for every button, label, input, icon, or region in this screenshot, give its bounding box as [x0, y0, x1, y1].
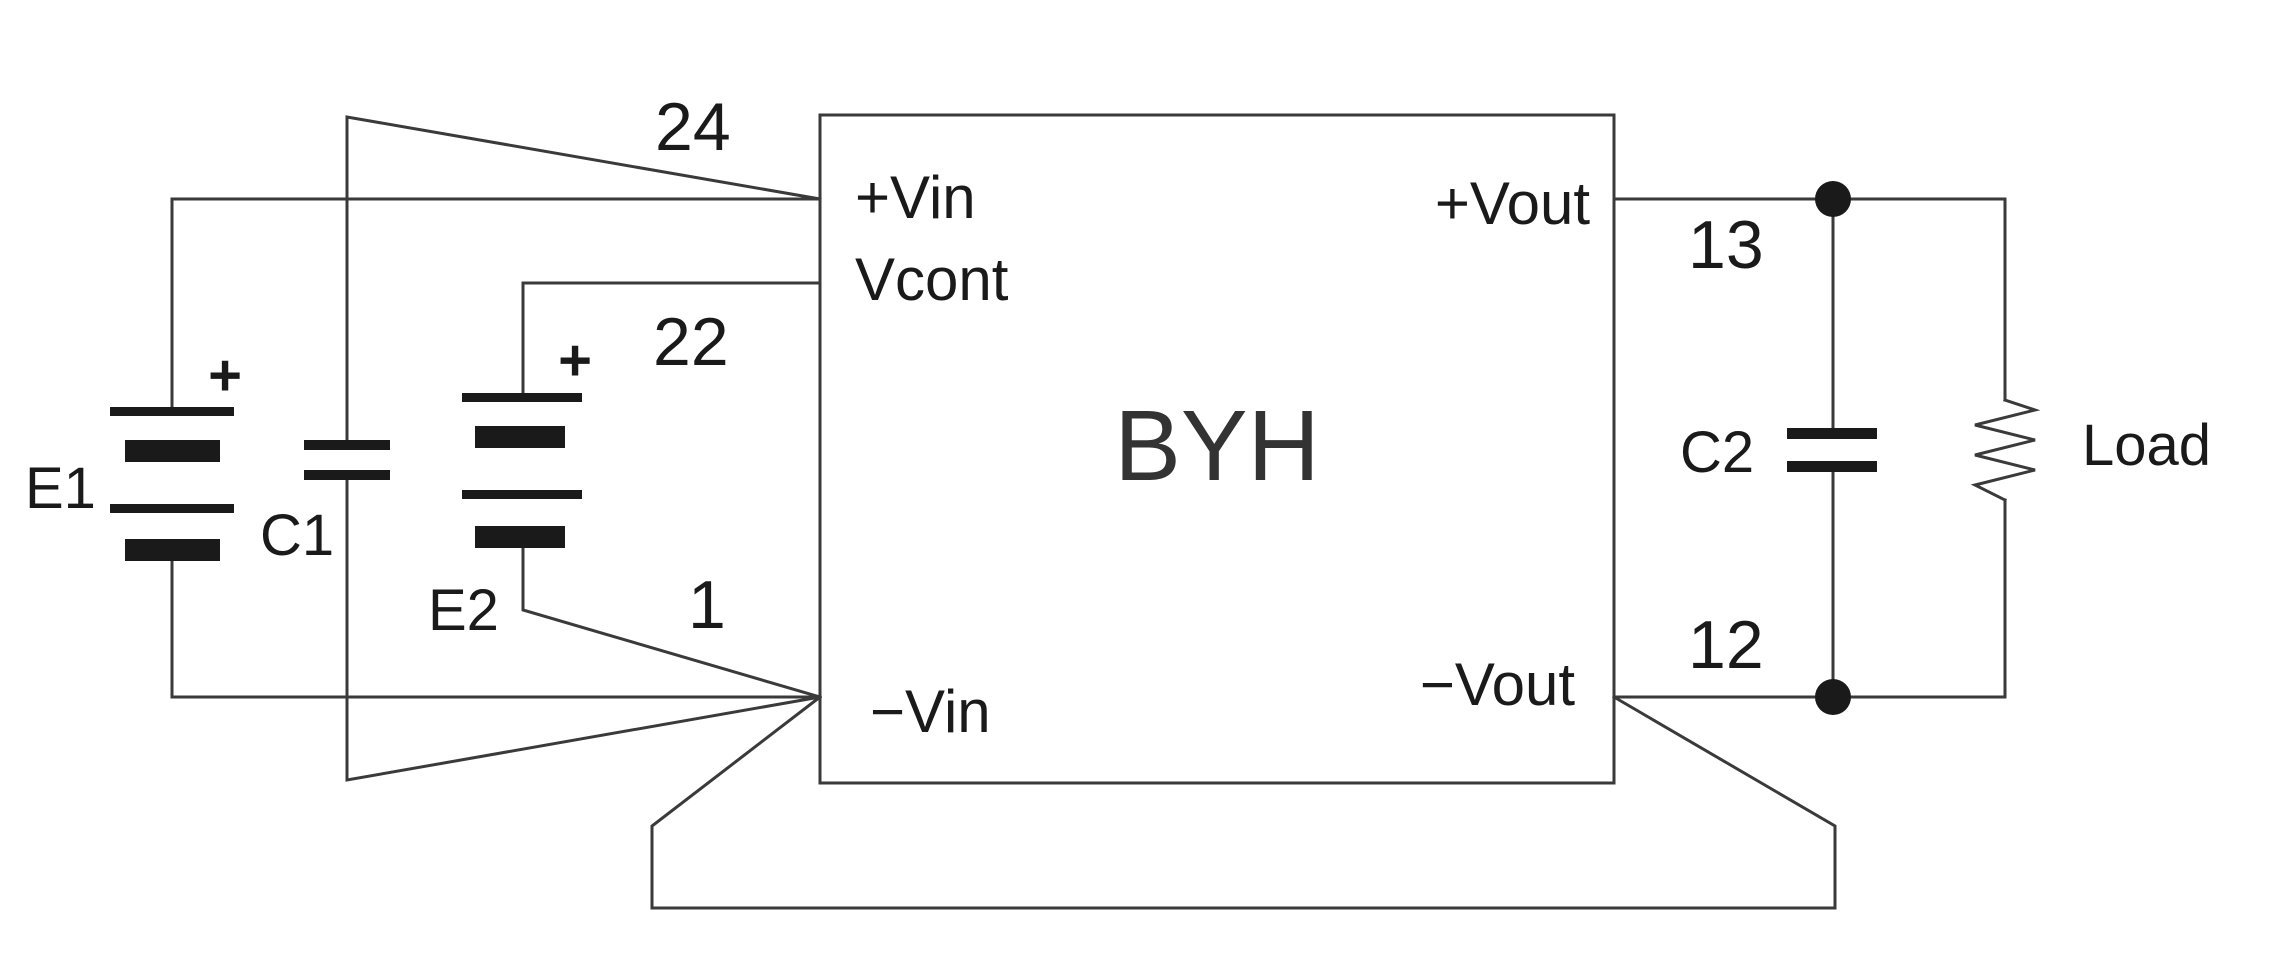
capacitor-c2: [1787, 428, 1877, 472]
label-c2: C2: [1680, 420, 1754, 485]
junction-dot-top: [1815, 181, 1851, 217]
label-e1: E1: [25, 456, 96, 521]
pin-number-24: 24: [655, 89, 731, 165]
pin-number-12: 12: [1688, 607, 1764, 683]
pin-number-1: 1: [688, 567, 726, 643]
module-name: BYH: [1114, 390, 1320, 502]
wire-e2-positive: [521, 281, 822, 399]
battery-e1-plus: +: [208, 343, 242, 408]
resistor-load: [1970, 398, 2041, 503]
byh-module-box: [818, 113, 1616, 785]
battery-e2-plus: +: [558, 328, 592, 393]
wire-e1-negative: [170, 555, 822, 699]
battery-e1: [110, 407, 234, 561]
pin-label-vout-pos: +Vout: [1435, 170, 1590, 237]
junction-dot-bottom: [1815, 679, 1851, 715]
wire-e2-negative: [521, 546, 822, 699]
pin-label-vin-pos: +Vin: [855, 164, 976, 231]
pin-number-22: 22: [653, 304, 729, 380]
label-e2: E2: [428, 578, 499, 643]
wire-c1-bottom: [345, 478, 822, 782]
pin-label-vout-neg: −Vout: [1420, 651, 1575, 718]
wire-bottom-bridge: [650, 694, 1837, 910]
wire-vout-neg: [1612, 498, 2007, 699]
wire-e1-positive: [170, 197, 822, 414]
capacitor-c1: [304, 440, 390, 480]
wire-c1-top: [345, 115, 822, 442]
pin-label-vcont: Vcont: [855, 246, 1009, 313]
wire-vout-pos: [1612, 197, 2007, 402]
pin-label-vin-neg: −Vin: [870, 678, 991, 745]
pin-number-13: 13: [1688, 207, 1764, 283]
label-c1: C1: [260, 503, 334, 568]
battery-e2: [462, 393, 582, 548]
label-load: Load: [2082, 413, 2211, 478]
